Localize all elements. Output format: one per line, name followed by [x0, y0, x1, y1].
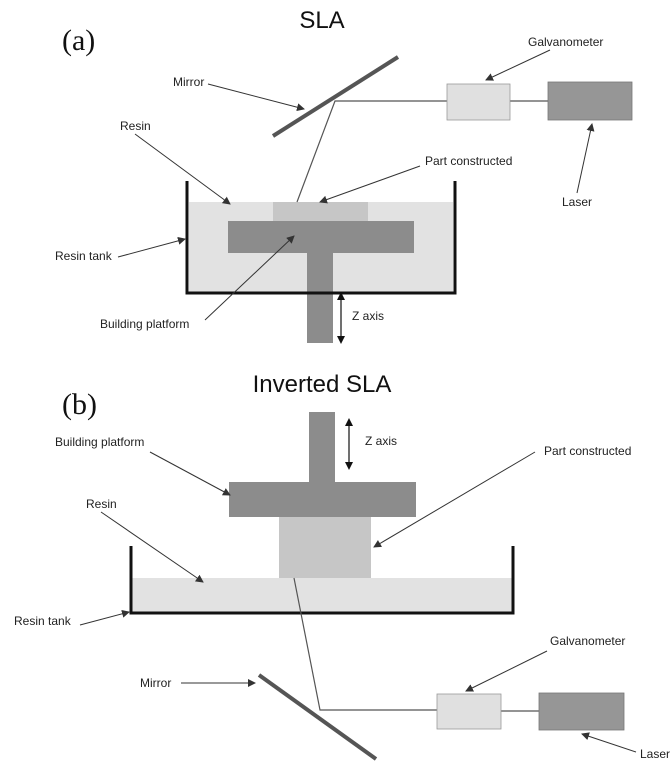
galvanometer-box-b [436, 693, 502, 730]
label-mirror-b: Mirror [140, 676, 171, 690]
laser-box-a [547, 81, 633, 121]
platform-shaft-b [309, 412, 335, 484]
panel-b: (b) Inverted SLA Building platform Z axi… [14, 371, 670, 761]
laser-beam-a [296, 100, 447, 203]
leader-building-platform-b [149, 451, 231, 496]
label-part-constructed-b: Part constructed [544, 444, 631, 458]
panel-a: (a) SLA Mirror Galvanometer Resin Part c… [55, 7, 633, 344]
label-resin-a: Resin [120, 119, 151, 133]
galvanometer-box-a [446, 83, 511, 121]
leader-galvanometer-b [465, 650, 548, 692]
leader-part-constructed-a [319, 165, 421, 204]
leader-resin-a [134, 133, 231, 205]
leader-mirror-a [207, 83, 305, 112]
resin-tank-b [129, 546, 515, 615]
leader-building-platform-a [204, 235, 295, 321]
building-platform-b [229, 482, 416, 517]
label-resin-tank-a: Resin tank [55, 249, 113, 263]
laser-box-b [538, 692, 625, 731]
panel-b-letter: (b) [62, 388, 97, 421]
resin-tank-a [185, 181, 457, 295]
panel-b-title: Inverted SLA [253, 371, 392, 398]
leader-part-constructed-b [373, 451, 536, 548]
mirror-b [257, 673, 378, 761]
leader-resin-b [100, 511, 204, 583]
label-z-axis-b: Z axis [365, 434, 397, 448]
platform-shaft-a [307, 253, 333, 343]
part-constructed-b [279, 517, 371, 578]
label-resin-tank-b: Resin tank [14, 614, 72, 628]
mirror-a [271, 55, 400, 138]
leader-resin-tank-a [117, 236, 186, 258]
label-laser-a: Laser [562, 195, 592, 209]
leader-laser-a [576, 123, 595, 194]
panel-a-letter: (a) [62, 24, 95, 57]
label-resin-b: Resin [86, 497, 117, 511]
leader-resin-tank-b [79, 609, 130, 626]
label-building-platform-a: Building platform [100, 317, 189, 331]
label-building-platform-b: Building platform [55, 435, 144, 449]
label-part-constructed-a: Part constructed [425, 154, 512, 168]
part-constructed-a [273, 202, 368, 222]
label-galvanometer-a: Galvanometer [528, 35, 603, 49]
building-platform-a [228, 221, 414, 253]
label-z-axis-a: Z axis [352, 309, 384, 323]
resin-fill-b [132, 578, 513, 612]
leader-galvanometer-a [485, 49, 551, 81]
label-laser-b: Laser [640, 747, 670, 761]
leader-laser-b [581, 732, 637, 753]
laser-beam-b [293, 577, 437, 711]
label-mirror-a: Mirror [173, 75, 204, 89]
label-galvanometer-b: Galvanometer [550, 634, 625, 648]
panel-a-title: SLA [299, 7, 344, 34]
